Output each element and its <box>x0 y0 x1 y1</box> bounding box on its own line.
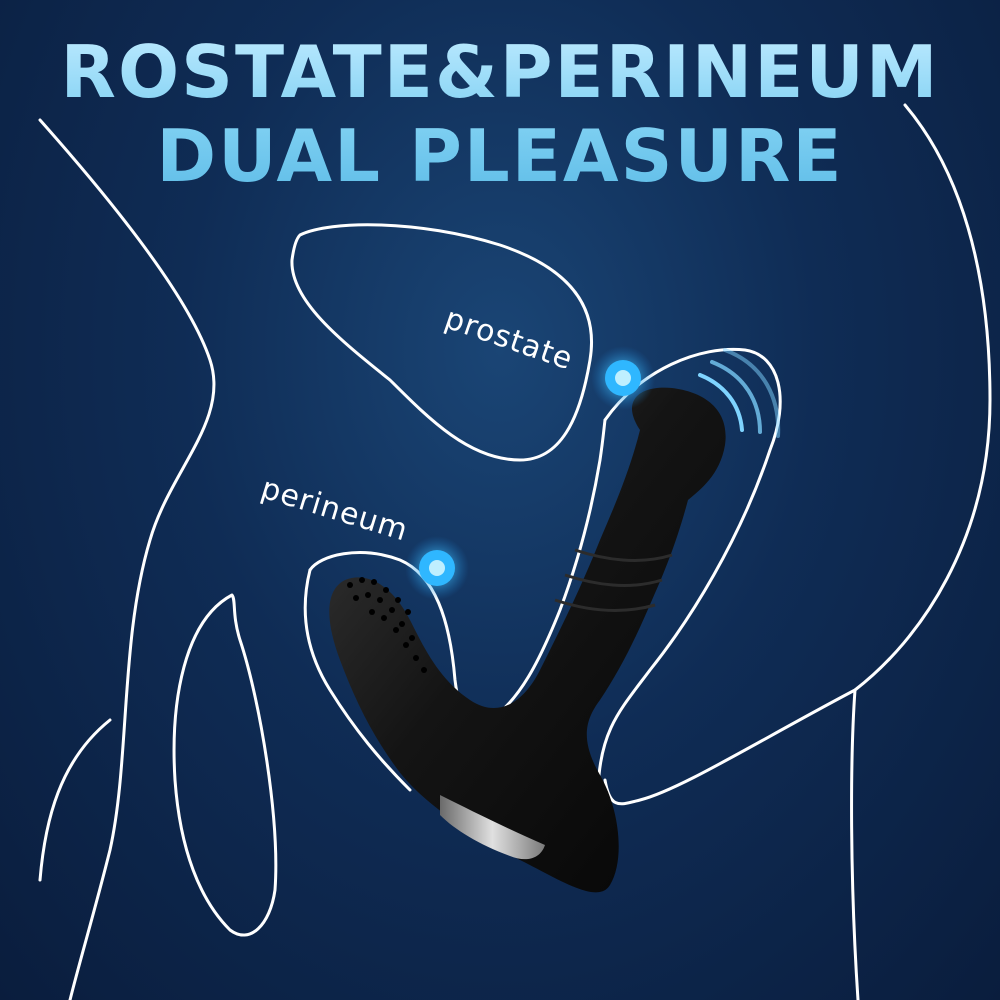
leg-outline-front <box>603 688 857 806</box>
bladder-outline <box>290 223 593 462</box>
headline: ROSTATE&PERINEUM DUAL PLEASURE <box>0 30 1000 198</box>
vibration-wave-icon <box>698 348 781 438</box>
pulse-dot-icon <box>591 346 655 410</box>
body-outline-back <box>38 118 216 1000</box>
pulse-dot-icon <box>405 536 469 600</box>
headline-line-2: DUAL PLEASURE <box>156 114 844 198</box>
chrome-base <box>440 795 545 860</box>
body-outline-front <box>850 103 992 1000</box>
perineum-lower-outline <box>303 568 412 792</box>
scrotum-outline <box>172 593 278 937</box>
nub-texture <box>347 577 427 673</box>
rectum-outline <box>596 347 782 792</box>
thigh-outline <box>38 718 112 882</box>
headline-line-1: ROSTATE&PERINEUM <box>60 30 940 114</box>
device-illustration <box>329 387 726 893</box>
